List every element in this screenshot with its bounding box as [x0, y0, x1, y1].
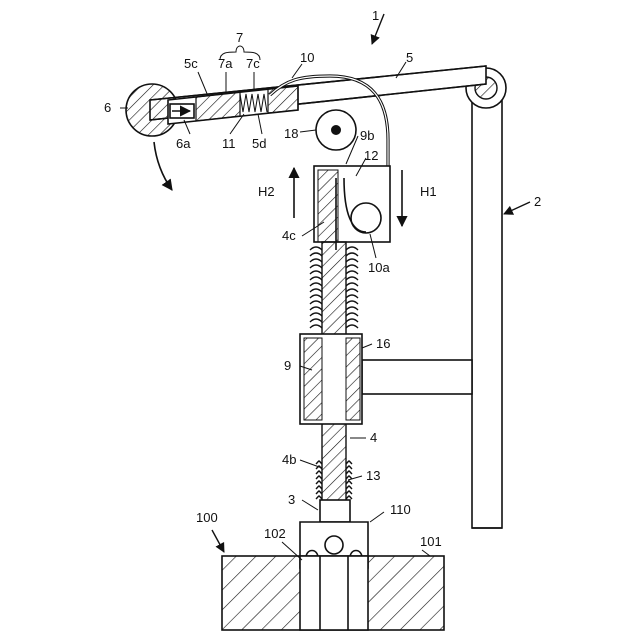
spring-coil: [310, 295, 322, 298]
label-groove: 102: [264, 526, 286, 541]
label-weight-a: 6a: [176, 136, 191, 151]
spring-coil: [346, 271, 358, 274]
spring-coil: [346, 247, 358, 250]
label-wire-a: 10a: [368, 260, 390, 275]
spring-coil: [346, 461, 352, 464]
label-guide: 9: [284, 358, 291, 373]
label-lever-c: 5c: [184, 56, 198, 71]
spring-coil: [346, 313, 358, 316]
spring-coil: [346, 253, 358, 256]
roller: [316, 110, 356, 150]
label-group: 7: [236, 30, 243, 45]
spring-coil: [310, 301, 322, 304]
frame: [362, 88, 502, 528]
spring-coil: [346, 301, 358, 304]
label-lever-d: 5d: [252, 136, 266, 151]
spring-coil: [310, 289, 322, 292]
spring-coil: [346, 283, 358, 286]
spring-coil: [316, 481, 322, 484]
spring-coil: [346, 265, 358, 268]
spring-coil: [346, 491, 352, 494]
upper-block: [314, 166, 390, 250]
label-spring-lower: 13: [366, 468, 380, 483]
spring-coil: [346, 289, 358, 292]
spring-coil: [316, 476, 322, 479]
label-frame: 2: [534, 194, 541, 209]
tip: [320, 500, 350, 522]
spring-coil: [346, 481, 352, 484]
spring-coil: [316, 486, 322, 489]
spring-coil: [310, 277, 322, 280]
spring-coil: [316, 471, 322, 474]
guide-bracket: [300, 334, 362, 424]
label-tip: 3: [288, 492, 295, 507]
spring-coil: [346, 259, 358, 262]
label-base: 101: [420, 534, 442, 549]
spring-coil: [346, 295, 358, 298]
spring-coil: [310, 283, 322, 286]
label-weight: 6: [104, 100, 111, 115]
label-assembly: 1: [372, 8, 379, 23]
label-pulley: 12: [364, 148, 378, 163]
label-group-a: 7a: [218, 56, 233, 71]
label-spring-inner: 11: [222, 136, 236, 151]
spring-coil: [346, 277, 358, 280]
spring-coil: [346, 471, 352, 474]
spring-coil: [346, 466, 352, 469]
spring-coil: [316, 496, 322, 499]
spring-coil: [346, 496, 352, 499]
spring-coil: [310, 253, 322, 256]
label-wire: 10: [300, 50, 314, 65]
label-shaft-upper: 4c: [282, 228, 296, 243]
label-group-c: 7c: [246, 56, 260, 71]
label-dir-down: H1: [420, 184, 437, 199]
label-roller: 18: [284, 126, 298, 141]
leader-lines: [120, 62, 430, 560]
spring-coil: [316, 461, 322, 464]
spring-coil: [310, 247, 322, 250]
spring-coil: [310, 313, 322, 316]
label-shaft: 4: [370, 430, 377, 445]
label-bracket: 16: [376, 336, 390, 351]
spring-coil: [310, 259, 322, 262]
label-dir-up: H2: [258, 184, 275, 199]
spring-coil: [310, 271, 322, 274]
spring-coil: [346, 307, 358, 310]
spring-coil: [310, 265, 322, 268]
base: [222, 556, 444, 630]
spring-coil: [346, 476, 352, 479]
label-workpiece: 100: [196, 510, 218, 525]
label-shaft-lower: 4b: [282, 452, 296, 467]
label-lever: 5: [406, 50, 413, 65]
spring-coil: [310, 325, 322, 328]
label-part: 110: [390, 502, 411, 517]
label-guide-b: 9b: [360, 128, 374, 143]
spring-coil: [346, 325, 358, 328]
spring-coil: [310, 307, 322, 310]
spring-coil: [346, 486, 352, 489]
spring-coil: [310, 319, 322, 322]
spring-coil: [316, 491, 322, 494]
spring-coil: [346, 319, 358, 322]
